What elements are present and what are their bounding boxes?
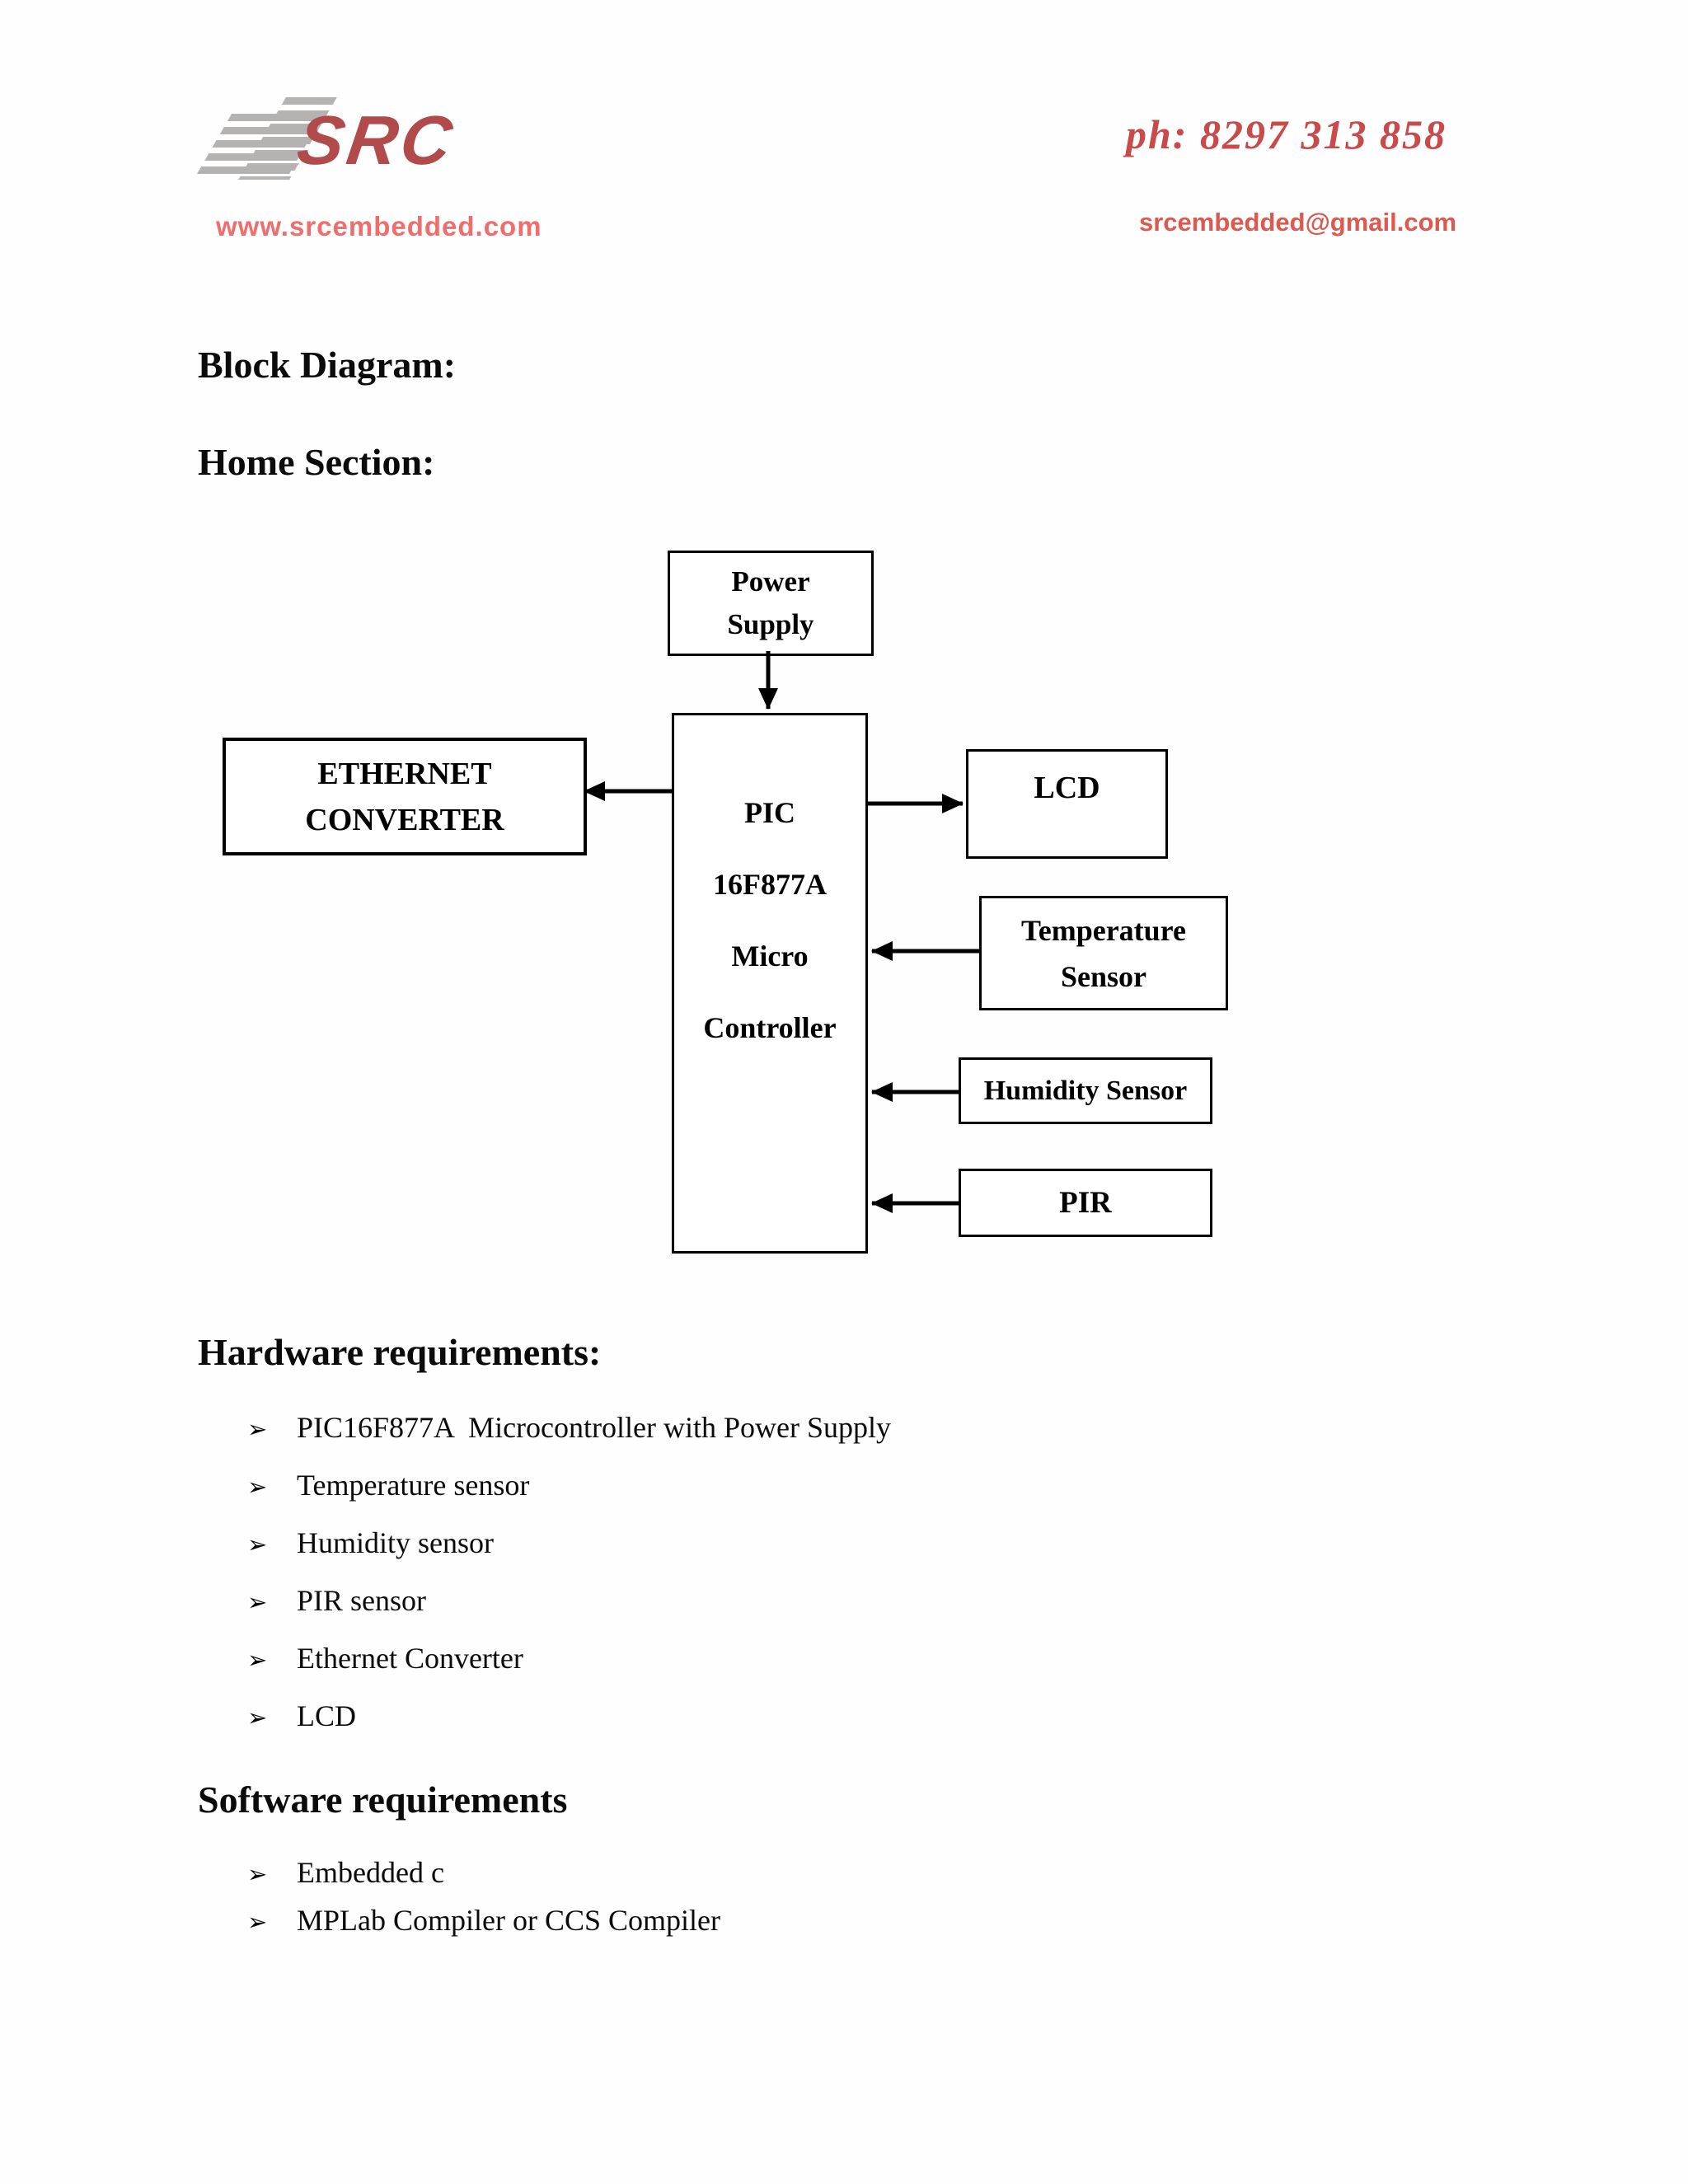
box-humidity-sensor: Humidity Sensor (959, 1057, 1212, 1124)
hardware-list: ➢ PIC16F877A Microcontroller with Power … (247, 1399, 891, 1745)
list-item: ➢ PIR sensor (247, 1572, 891, 1629)
item-label: Ethernet Converter (297, 1642, 523, 1675)
list-item: ➢ PIC16F877A Microcontroller with Power … (247, 1399, 891, 1456)
arrow-bullet-icon: ➢ (247, 1704, 268, 1732)
box-power-supply: Power Supply (668, 551, 874, 656)
box-temperature-sensor: Temperature Sensor (979, 896, 1228, 1010)
item-label: PIC16F877A Microcontroller with Power Su… (297, 1411, 891, 1444)
box-label: ETHERNET (317, 756, 492, 791)
box-label: 16F877A (713, 868, 827, 901)
box-label: Temperature (1021, 913, 1186, 947)
phone-number: ph: 8297 313 858 (1126, 111, 1447, 157)
item-label: Embedded c (297, 1856, 444, 1889)
website-url: www.srcembedded.com (216, 211, 542, 241)
list-item: ➢ Embedded c (247, 1849, 720, 1896)
heading-software-requirements: Software requirements (198, 1779, 568, 1821)
company-logo: SRC (293, 101, 460, 179)
item-label: MPLab Compiler or CCS Compiler (297, 1904, 721, 1937)
box-label: Humidity Sensor (983, 1075, 1188, 1106)
item-label: PIR sensor (297, 1584, 427, 1617)
list-item: ➢ LCD (247, 1687, 891, 1745)
box-label: Sensor (1060, 959, 1146, 993)
box-lcd: LCD (966, 749, 1168, 859)
arrow-bullet-icon: ➢ (247, 1908, 268, 1936)
heading-home-section: Home Section: (198, 441, 435, 483)
email-address: srcembedded@gmail.com (1139, 208, 1457, 237)
box-label: CONVERTER (305, 802, 504, 837)
arrow-bullet-icon: ➢ (247, 1530, 268, 1558)
item-label: LCD (297, 1699, 356, 1732)
box-ethernet-converter: ETHERNET CONVERTER (223, 738, 587, 855)
item-label: Temperature sensor (297, 1469, 530, 1502)
box-label: Power (731, 565, 810, 598)
heading-hardware-requirements: Hardware requirements: (198, 1331, 602, 1373)
list-item: ➢ Ethernet Converter (247, 1629, 891, 1687)
arrow-bullet-icon: ➢ (247, 1473, 268, 1501)
box-label: Supply (727, 608, 814, 640)
list-item: ➢ Humidity sensor (247, 1514, 891, 1572)
box-label: PIC (744, 796, 795, 829)
software-list: ➢ Embedded c ➢ MPLab Compiler or CCS Com… (247, 1849, 720, 1944)
item-label: Humidity sensor (297, 1526, 494, 1559)
arrow-bullet-icon: ➢ (247, 1646, 268, 1674)
arrow-bullet-icon: ➢ (247, 1415, 268, 1443)
list-item: ➢ Temperature sensor (247, 1456, 891, 1514)
arrow-bullet-icon: ➢ (247, 1860, 268, 1888)
box-label: Micro (731, 940, 809, 972)
box-pic-microcontroller: PIC 16F877A Micro Controller (672, 713, 868, 1254)
box-label: LCD (1034, 771, 1100, 805)
arrow-bullet-icon: ➢ (247, 1588, 268, 1616)
box-label: PIR (1059, 1186, 1112, 1220)
box-label: Controller (703, 1011, 837, 1044)
heading-block-diagram: Block Diagram: (198, 344, 457, 386)
box-pir: PIR (959, 1169, 1212, 1237)
list-item: ➢ MPLab Compiler or CCS Compiler (247, 1896, 720, 1944)
